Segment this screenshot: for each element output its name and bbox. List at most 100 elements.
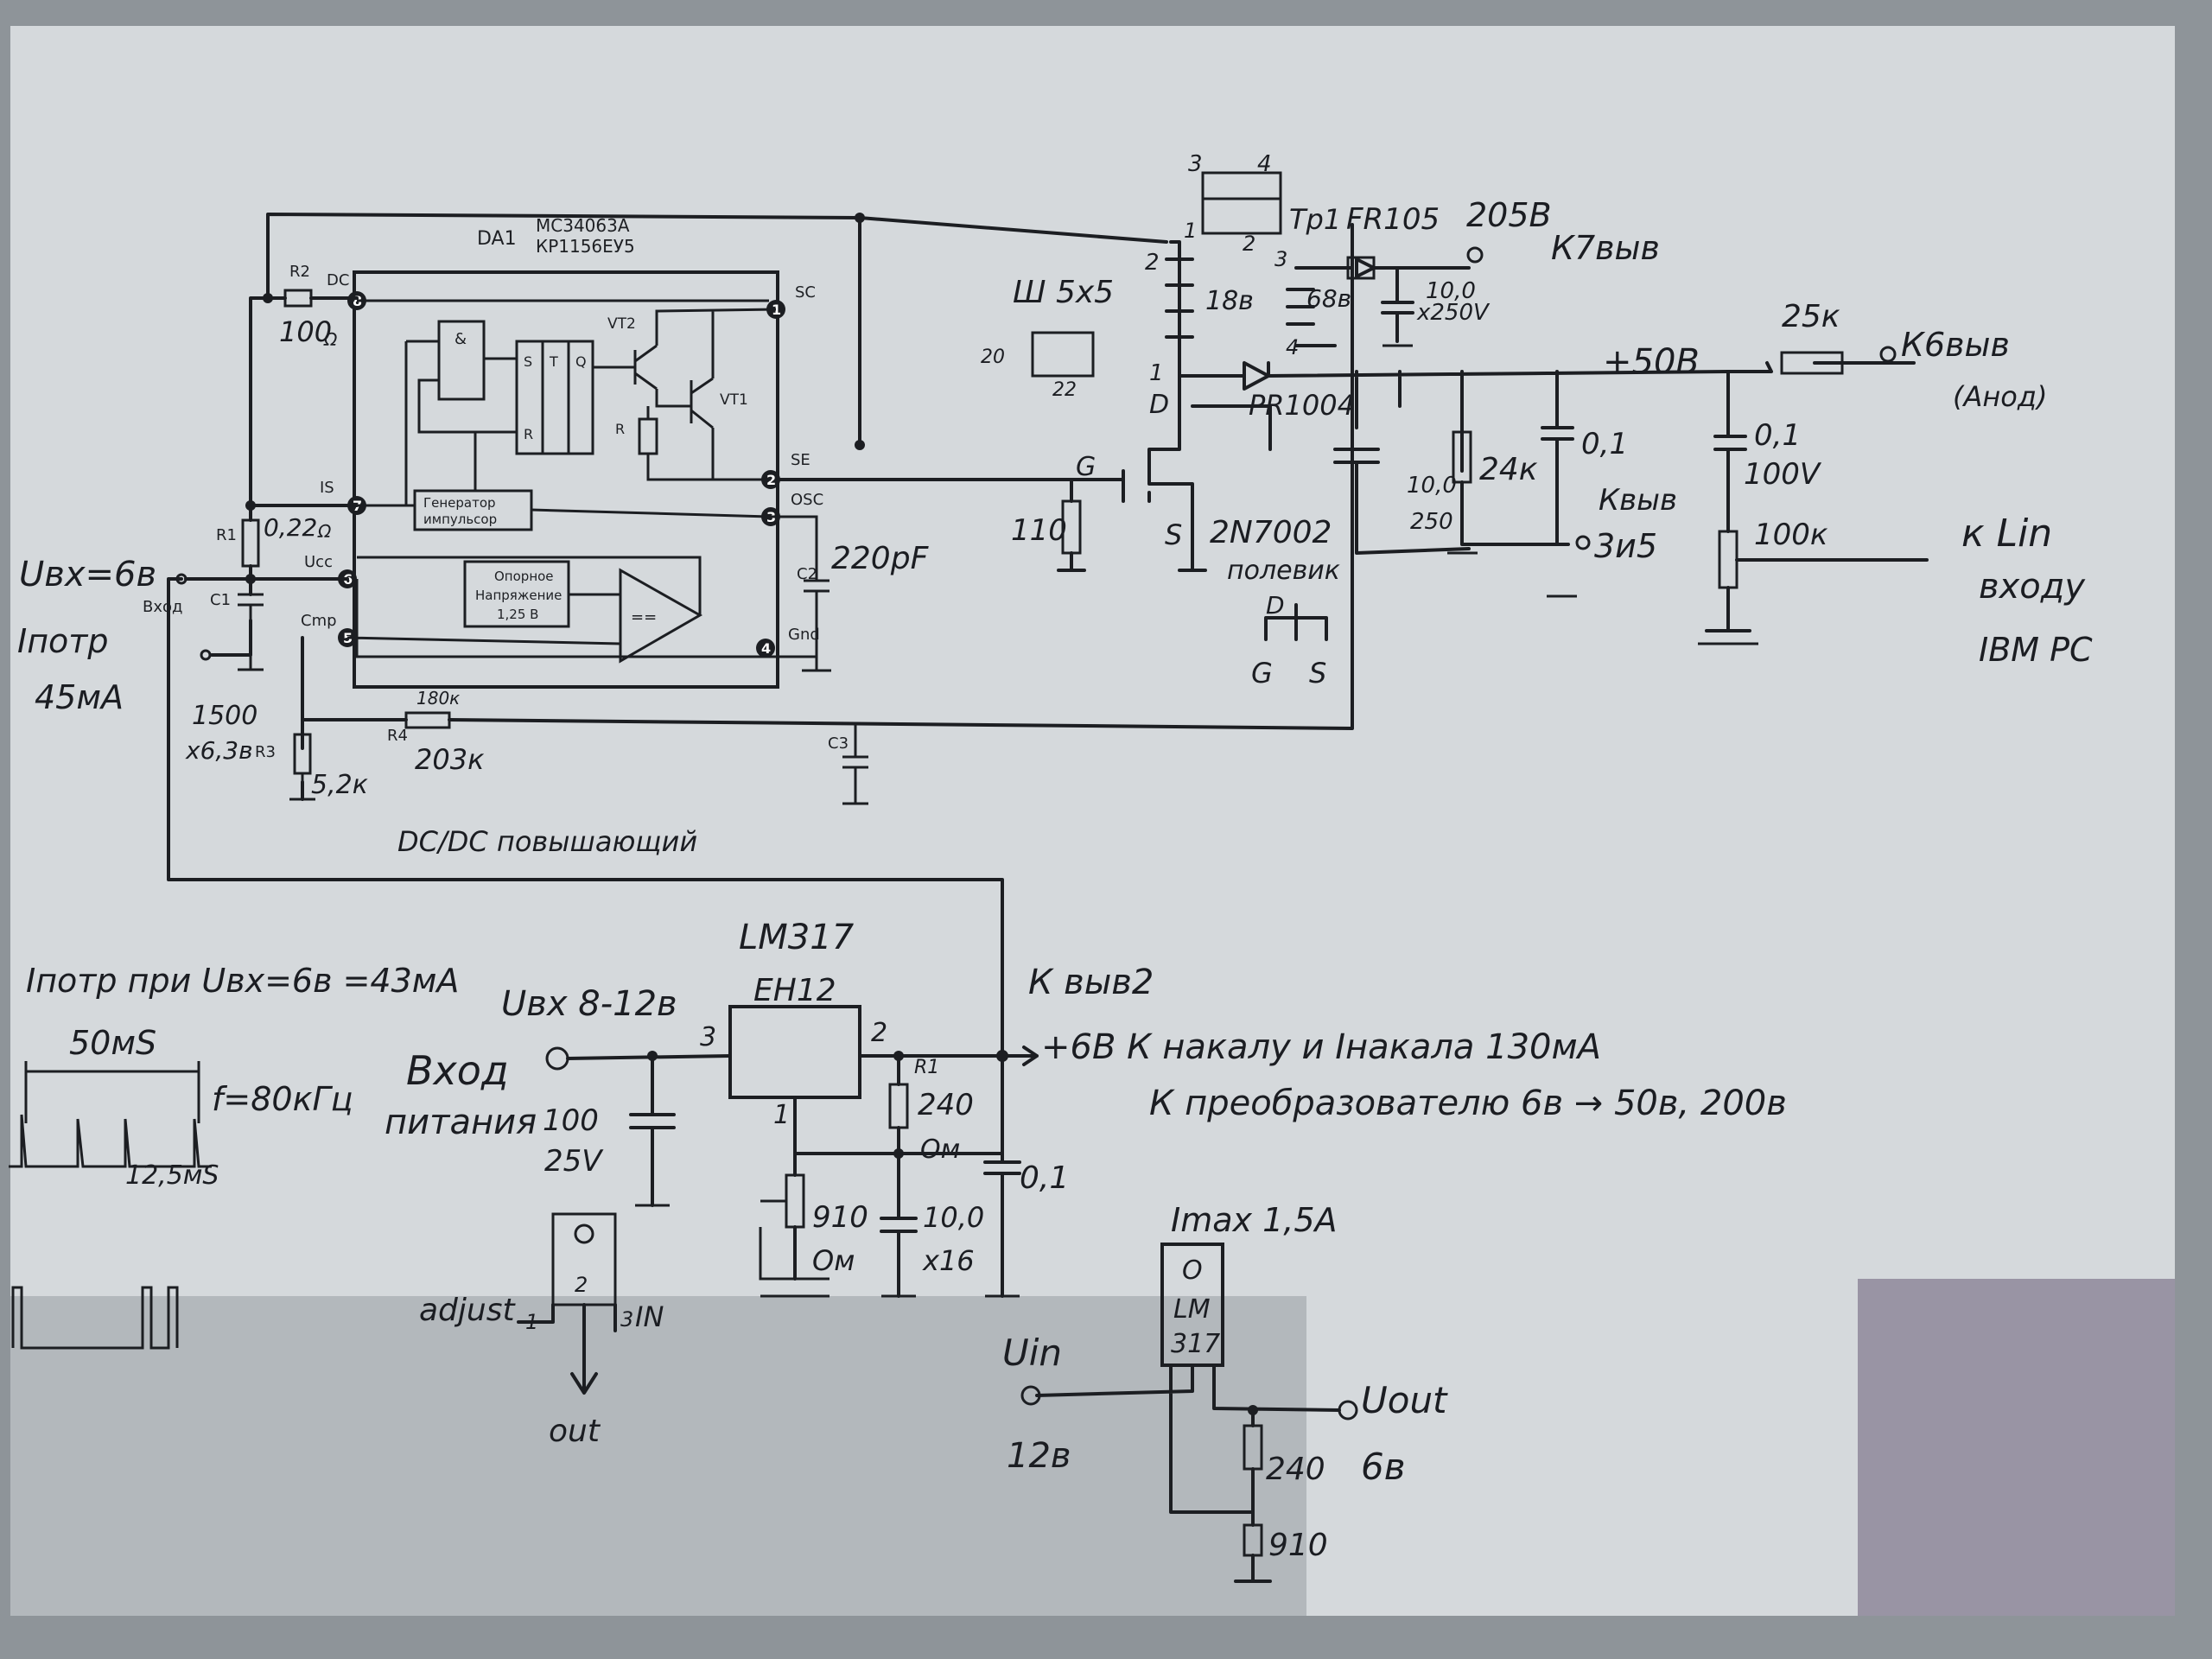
mosfet-section: 110 G D S 2N7002 полевик D G S — [776, 390, 1340, 690]
cin-value: 100 — [543, 1103, 599, 1138]
dim-20: 20 — [981, 346, 1005, 368]
pot-wiper — [1705, 558, 1929, 632]
consumption-note: Iпотр при Uвх=6в =43мА — [26, 962, 459, 1000]
pin1-label: 1 — [773, 1100, 790, 1130]
ic-name: DA1 — [477, 228, 517, 250]
chip-mark: EH12 — [753, 973, 836, 1008]
pin-g: G — [1251, 657, 1273, 690]
junction — [263, 293, 273, 303]
c1-label: C1 — [210, 591, 231, 609]
winding1-label: 18в — [1205, 286, 1254, 316]
period-label: 50мS — [69, 1024, 156, 1062]
res-25k — [1780, 351, 1844, 375]
ff-q: Q — [575, 353, 587, 370]
out-line2: К преобразователю 6в → 50в, 200в — [1149, 1084, 1787, 1123]
tr-pin3-top: 3 — [1188, 151, 1203, 177]
dest-pin: К выв2 — [1028, 963, 1154, 1002]
ff-r: R — [524, 426, 533, 442]
r1-value: 0,22 — [264, 513, 317, 542]
r2-resistor — [283, 289, 313, 308]
uout-label: Uout — [1361, 1379, 1448, 1421]
second-reg-wires — [1035, 1363, 1341, 1583]
pin-s: S — [1309, 657, 1326, 690]
dim-22: 22 — [1052, 379, 1077, 401]
spike-trace — [9, 1114, 212, 1168]
input-label: Вход — [143, 598, 182, 616]
terminal-6 — [1879, 346, 1897, 363]
ground-terminal — [200, 649, 212, 661]
pin-cmp-label: Cmp — [301, 612, 337, 630]
ic-part1: MC34063A — [536, 215, 630, 236]
c3-label: C3 — [828, 734, 849, 753]
r1-reg-unit: Ом — [920, 1135, 960, 1165]
r1-reg-value: 240 — [918, 1088, 974, 1122]
r4-resistor — [404, 711, 451, 729]
second-regulator: Imax 1,5A O LM 317 Uin 12в Uout 6в 240 9… — [1002, 1201, 1448, 1583]
cap2-rating: 250 — [1410, 509, 1453, 535]
pulse-label: 12,5мS — [125, 1160, 219, 1191]
left-components: R2 100 Ω R1 0,22 Ω C1 Вход 1500 x6,3в R3… — [17, 213, 1354, 1058]
r1-resistor — [241, 518, 260, 568]
uout-terminal — [1338, 1400, 1358, 1421]
cap-01-label: 0,1 — [1581, 427, 1628, 461]
ic-part2: КР1156ЕУ5 — [536, 236, 635, 257]
res-24k-label: 24к — [1479, 452, 1538, 487]
period-arrow — [24, 1061, 200, 1123]
pinout-3: 3 — [620, 1307, 633, 1332]
terminal-205 — [1466, 246, 1484, 264]
pin2-label: 2 — [871, 1018, 887, 1048]
r1-reg-label: R1 — [914, 1057, 939, 1078]
to220-hole — [574, 1224, 594, 1244]
secondary-winding — [1286, 266, 1337, 347]
gate-label: G — [1076, 452, 1096, 482]
source-label: S — [1165, 518, 1182, 551]
vt1-label: VT1 — [720, 391, 748, 409]
tr-name: Тр1 — [1289, 203, 1341, 236]
junction — [1248, 1405, 1258, 1415]
primary-winding — [1165, 240, 1194, 408]
r240-label: 240 — [1266, 1452, 1325, 1487]
res-25k-label: 25к — [1782, 299, 1840, 334]
flipflop — [515, 340, 594, 455]
osc-line1: Генератор — [423, 495, 496, 511]
c3-capacitor — [842, 724, 868, 805]
mosfet-pinout — [1264, 603, 1328, 641]
r1-reg-resistor — [888, 1083, 909, 1129]
lin-line2: входу — [1979, 567, 2086, 607]
transistor-wires — [593, 308, 777, 481]
c1-rating: x6,3в — [185, 736, 253, 765]
r2-unit: Ω — [323, 329, 338, 350]
uin-value: 12в — [1007, 1436, 1071, 1476]
terminal-3-5 — [1575, 535, 1591, 550]
c1-ground — [238, 639, 264, 671]
cap3-rating: 100V — [1744, 457, 1822, 492]
pin-2-left: 2 — [1145, 250, 1160, 276]
paper-stain — [1858, 1279, 2175, 1616]
internal-resistor-label: R — [615, 421, 625, 437]
ref-line2: Напряжение — [475, 588, 562, 603]
chip-line2: 317 — [1171, 1329, 1220, 1359]
r2-label: R2 — [289, 263, 310, 281]
r1-label: R1 — [216, 526, 237, 544]
pinout-adjust: adjust — [419, 1293, 516, 1328]
pin-dc-label: DC — [327, 271, 349, 289]
input-range: Uвх 8-12в — [501, 984, 677, 1024]
input-label2: питания — [385, 1103, 537, 1142]
waveform-section: 50мS f=80кГц 12,5мS — [9, 1024, 353, 1350]
pin-se-label: SE — [791, 451, 810, 469]
ff-s: S — [524, 353, 532, 370]
pin-4 — [756, 639, 775, 658]
ref-line3: 1,25 В — [497, 607, 538, 622]
uin-terminal — [1020, 1385, 1041, 1406]
dest1: К7выв — [1551, 229, 1660, 267]
pin-1-num: 1 — [772, 302, 781, 318]
pin-sc-label: SC — [795, 283, 816, 302]
lin-line3: IBM PC — [1979, 631, 2093, 669]
pin-is-label: IS — [320, 479, 334, 497]
ground-symbols — [635, 344, 1758, 1298]
pinout-in: IN — [635, 1300, 664, 1333]
plus50: +50В — [1603, 342, 1700, 382]
cap2-value: 10,0 — [1407, 473, 1457, 499]
mosfet-note: полевик — [1227, 556, 1340, 586]
drain-label: D — [1149, 390, 1169, 420]
